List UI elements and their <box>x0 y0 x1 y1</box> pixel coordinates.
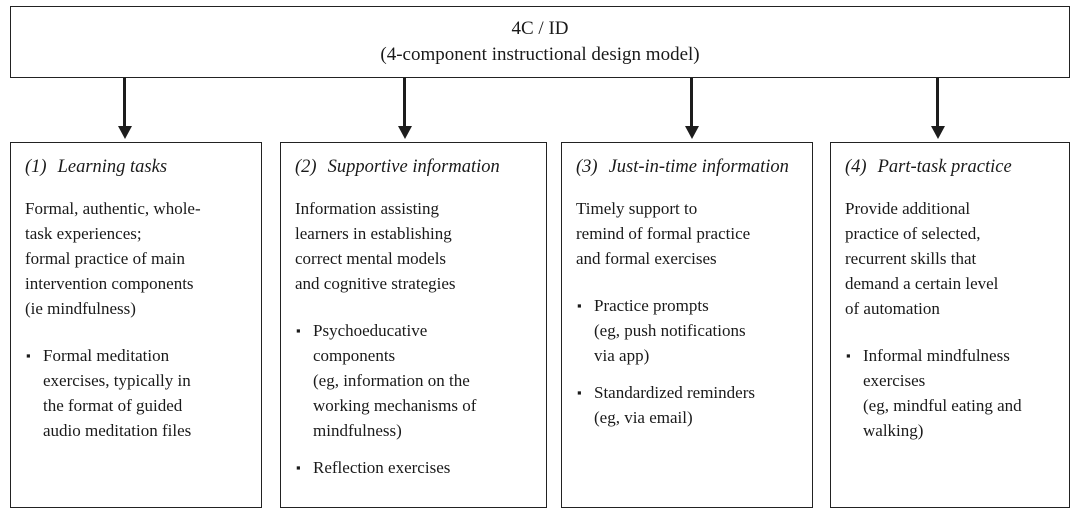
arrow-head-icon <box>931 126 945 139</box>
square-bullet-icon: ▪ <box>846 348 851 363</box>
component-number-1: (1) <box>25 157 47 177</box>
connector-arrow-1 <box>118 78 132 142</box>
list-item-text: Reflection exercises <box>313 458 451 477</box>
list-item-text: Informal mindfulness exercises (eg, mind… <box>863 346 1022 440</box>
component-heading-2: (2) Supportive information <box>295 155 534 180</box>
component-heading-3: (3) Just-in-time information <box>576 155 800 180</box>
list-item: ▪ Psychoeducative components (eg, informa… <box>295 318 534 443</box>
component-title-1: Learning tasks <box>57 157 168 177</box>
component-description-4: Provide additional practice of selected,… <box>845 199 999 318</box>
list-item: ▪ Formal meditation exercises, typically … <box>25 343 249 443</box>
connector-arrow-4 <box>931 78 945 142</box>
arrow-stem <box>403 78 406 130</box>
list-item: ▪ Reflection exercises <box>295 455 534 480</box>
component-bullet-list-4: ▪ Informal mindfulness exercises (eg, min… <box>845 343 1057 443</box>
list-item-text: Standardized reminders (eg, via email) <box>594 383 755 427</box>
component-box-3: (3) Just-in-time information Timely supp… <box>561 142 813 508</box>
arrow-head-icon <box>685 126 699 139</box>
component-box-1: (1) Learning tasks Formal, authentic, wh… <box>10 142 262 508</box>
component-description-2: Information assisting learners in establ… <box>295 199 456 293</box>
list-item: ▪ Standardized reminders (eg, via email) <box>576 380 800 430</box>
component-title-3: Just-in-time information <box>608 157 789 177</box>
list-item: ▪ Practice prompts (eg, push notification… <box>576 293 800 368</box>
square-bullet-icon: ▪ <box>26 348 31 363</box>
component-bullet-list-2: ▪ Psychoeducative components (eg, informa… <box>295 318 534 480</box>
square-bullet-icon: ▪ <box>296 460 301 475</box>
connector-arrow-2 <box>398 78 412 142</box>
component-heading-1: (1) Learning tasks <box>25 155 249 180</box>
arrow-head-icon <box>118 126 132 139</box>
component-box-4: (4) Part-task practice Provide additiona… <box>830 142 1070 508</box>
arrow-stem <box>690 78 693 130</box>
square-bullet-icon: ▪ <box>577 298 582 313</box>
list-item-text: Practice prompts (eg, push notifications… <box>594 296 746 365</box>
connector-arrow-3 <box>685 78 699 142</box>
component-description-1: Formal, authentic, whole- task experienc… <box>25 199 201 318</box>
component-bullet-list-1: ▪ Formal meditation exercises, typically … <box>25 343 249 443</box>
square-bullet-icon: ▪ <box>577 385 582 400</box>
component-number-3: (3) <box>576 157 598 177</box>
component-number-4: (4) <box>845 157 867 177</box>
component-title-2: Supportive information <box>327 157 500 177</box>
component-bullet-list-3: ▪ Practice prompts (eg, push notification… <box>576 293 800 430</box>
component-number-2: (2) <box>295 157 317 177</box>
root-node-title-box: 4C / ID (4-component instructional desig… <box>10 6 1070 78</box>
list-item-text: Psychoeducative components (eg, informat… <box>313 321 477 440</box>
list-item: ▪ Informal mindfulness exercises (eg, min… <box>845 343 1057 443</box>
square-bullet-icon: ▪ <box>296 323 301 338</box>
component-description-3: Timely support to remind of formal pract… <box>576 199 751 268</box>
component-heading-4: (4) Part-task practice <box>845 155 1057 180</box>
component-title-4: Part-task practice <box>877 157 1012 177</box>
arrow-stem <box>936 78 939 130</box>
model-subtitle: (4-component instructional design model) <box>380 44 700 65</box>
arrow-stem <box>123 78 126 130</box>
model-name: 4C / ID <box>511 18 569 39</box>
component-box-2: (2) Supportive information Information a… <box>280 142 547 508</box>
list-item-text: Formal meditation exercises, typically i… <box>43 346 192 440</box>
arrow-head-icon <box>398 126 412 139</box>
